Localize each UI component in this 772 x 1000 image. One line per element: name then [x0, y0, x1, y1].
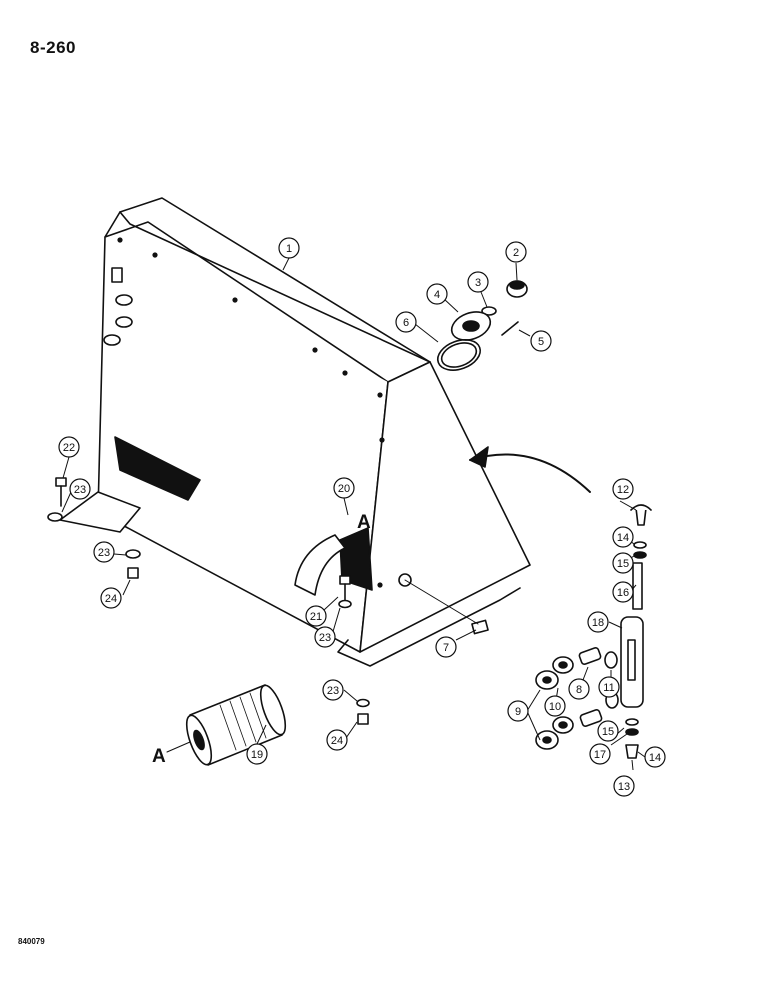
svg-text:6: 6: [403, 317, 409, 329]
callout-14: 14: [644, 746, 666, 768]
callout-24: 24: [326, 729, 348, 751]
svg-text:2: 2: [513, 247, 519, 259]
mounting-hardware: [47, 477, 370, 725]
svg-text:1: 1: [286, 243, 292, 255]
svg-text:13: 13: [618, 781, 630, 793]
svg-text:3: 3: [475, 277, 481, 289]
svg-text:23: 23: [327, 685, 339, 697]
callout-9: 9: [507, 700, 529, 722]
callout-19: 19: [246, 743, 268, 765]
svg-text:24: 24: [105, 593, 117, 605]
svg-text:15: 15: [602, 726, 614, 738]
callout-3: 3: [467, 271, 489, 293]
callout-1: 1: [278, 237, 300, 259]
svg-text:23: 23: [319, 632, 331, 644]
callout-7: 7: [435, 636, 457, 658]
callout-17: 17: [589, 743, 611, 765]
svg-text:5: 5: [538, 336, 544, 348]
callout-11: 11: [598, 676, 620, 698]
callout-21: 21: [305, 605, 327, 627]
svg-text:12: 12: [617, 484, 629, 496]
callout-15: 15: [597, 720, 619, 742]
callout-16: 16: [612, 581, 634, 603]
callout-22: 22: [58, 436, 80, 458]
page-number: 8-260: [30, 38, 76, 57]
svg-text:9: 9: [515, 706, 521, 718]
svg-text:24: 24: [331, 735, 343, 747]
callout-2: 2: [505, 241, 527, 263]
svg-text:4: 4: [434, 289, 440, 301]
reservoir-tank: [59, 197, 531, 667]
detail-arrow: [469, 446, 591, 493]
svg-text:23: 23: [74, 484, 86, 496]
svg-text:15: 15: [617, 558, 629, 570]
sight-gauge-assembly: [535, 504, 652, 759]
callout-5: 5: [530, 330, 552, 352]
svg-text:19: 19: [251, 749, 263, 761]
callout-14: 14: [612, 526, 634, 548]
callout-23: 23: [69, 478, 91, 500]
callout-13: 13: [613, 775, 635, 797]
callout-10: 10: [544, 695, 566, 717]
callout-23: 23: [314, 626, 336, 648]
callout-23: 23: [93, 541, 115, 563]
callout-18: 18: [587, 611, 609, 633]
svg-text:11: 11: [603, 682, 614, 694]
callout-23: 23: [322, 679, 344, 701]
callout-4: 4: [426, 283, 448, 305]
svg-text:7: 7: [443, 642, 449, 654]
filter-element: [185, 684, 287, 766]
callout-20: 20: [333, 477, 355, 499]
svg-text:8: 8: [576, 684, 582, 696]
svg-text:23: 23: [98, 547, 110, 559]
callout-6: 6: [395, 311, 417, 333]
callout-8: 8: [568, 678, 590, 700]
callout-24: 24: [100, 587, 122, 609]
svg-text:14: 14: [649, 752, 661, 764]
figure-code: 840079: [18, 937, 45, 946]
callout-bubbles: 1 2 3 4 5 6 7 8 9 10 11 12 13 14 14 15 1…: [58, 237, 666, 797]
callout-12: 12: [612, 478, 634, 500]
pump-section-label: A: [357, 512, 371, 533]
svg-text:21: 21: [310, 611, 322, 623]
svg-text:14: 14: [617, 532, 629, 544]
filler-cap-assembly: [436, 280, 528, 371]
svg-text:17: 17: [594, 749, 606, 761]
callout-15: 15: [612, 552, 634, 574]
svg-text:16: 16: [617, 587, 629, 599]
svg-text:10: 10: [549, 701, 561, 713]
svg-text:20: 20: [338, 483, 350, 495]
svg-text:18: 18: [592, 617, 604, 629]
filter-section-label: A: [152, 746, 166, 767]
svg-text:22: 22: [63, 442, 75, 454]
